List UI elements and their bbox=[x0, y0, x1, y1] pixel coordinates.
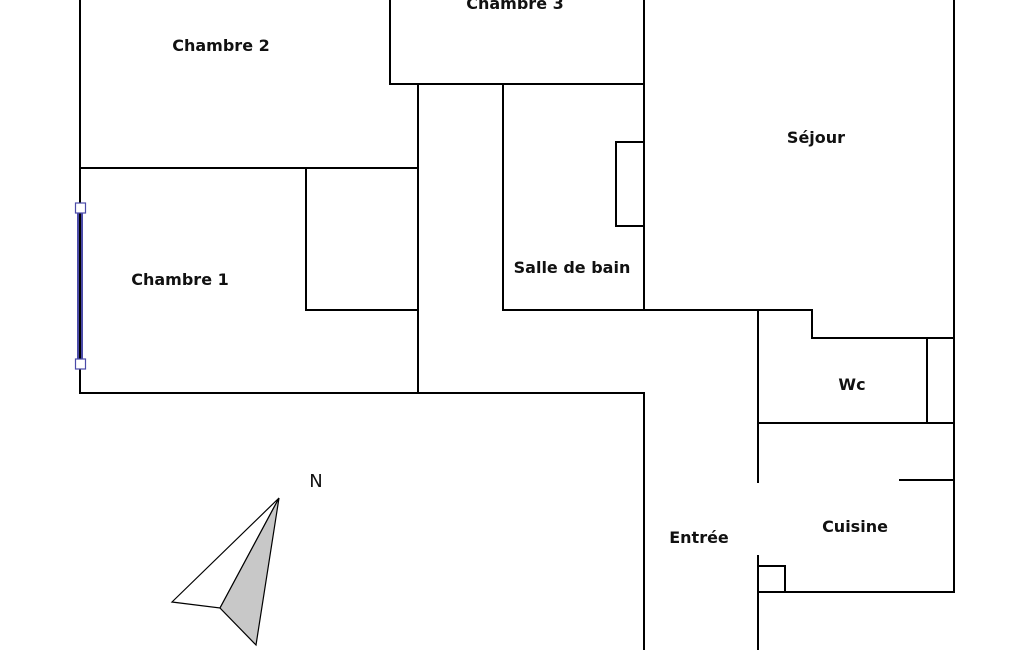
label-cuisine: Cuisine bbox=[822, 517, 888, 536]
label-chambre-2: Chambre 2 bbox=[172, 36, 270, 55]
window-handle-top bbox=[74, 202, 87, 214]
label-sejour: Séjour bbox=[787, 128, 845, 147]
wall-sejour-bottom bbox=[811, 309, 955, 339]
label-entree: Entrée bbox=[669, 528, 729, 547]
label-wc: Wc bbox=[838, 375, 865, 394]
window-chambre1 bbox=[74, 202, 87, 370]
window-handle-bottom bbox=[74, 358, 87, 370]
wall-closet bbox=[305, 167, 419, 311]
north-arrow-dark-half bbox=[219, 497, 280, 647]
wall-bath-fixture bbox=[615, 141, 645, 227]
label-chambre-1: Chambre 1 bbox=[131, 270, 229, 289]
label-salle-de-bain: Salle de bain bbox=[514, 258, 631, 277]
walls bbox=[79, 0, 955, 650]
label-chambre-3: Chambre 3 bbox=[466, 0, 564, 13]
north-label: N bbox=[309, 471, 322, 492]
north-arrow-icon bbox=[170, 497, 280, 647]
wall-kitchen-box bbox=[757, 565, 786, 593]
